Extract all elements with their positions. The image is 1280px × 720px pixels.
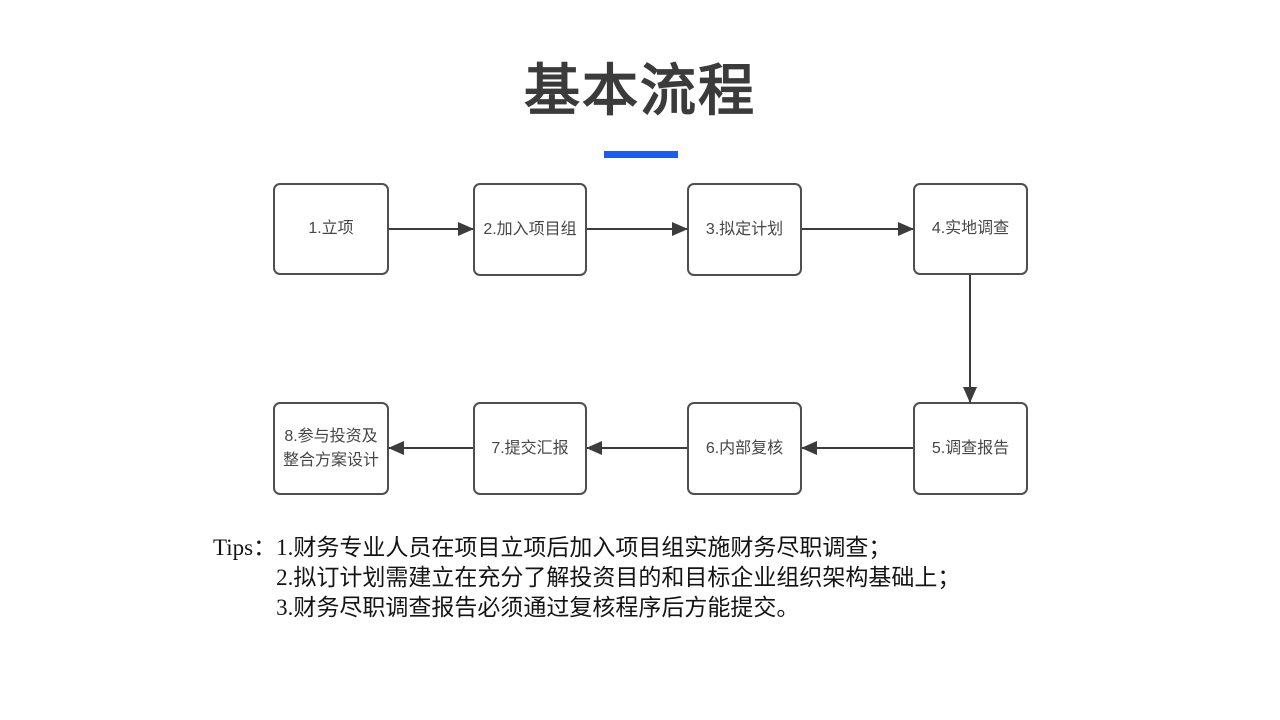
- flow-node-7: 7.提交汇报: [473, 402, 587, 495]
- flow-node-1: 1.立项: [273, 183, 389, 275]
- title-underline: [604, 151, 678, 158]
- flow-node-8: 8.参与投资及 整合方案设计: [273, 402, 389, 495]
- flow-node-label: 6.内部复核: [705, 439, 784, 457]
- arrowhead-icon: [672, 222, 688, 236]
- flow-arrow-3-to-4: [802, 222, 914, 236]
- flow-node-label: 4.实地调查: [931, 220, 1010, 237]
- tips-item-2: 2.拟订计划需建立在充分了解投资目的和目标企业组织架构基础上；: [276, 565, 961, 590]
- flow-node-3: 3.拟定计划: [687, 183, 802, 276]
- flow-arrow-5-to-6: [801, 441, 913, 455]
- flow-node-6: 6.内部复核: [687, 402, 802, 495]
- flow-node-2: 2.加入项目组: [473, 183, 587, 276]
- page-title: 基本流程: [524, 59, 756, 122]
- tips-item-3: 3.财务尽职调查报告必须通过复核程序后方能提交。: [276, 595, 800, 620]
- flow-node-label: 8.参与投资及 整合方案设计: [282, 427, 379, 469]
- tips-item-1: 1.财务专业人员在项目立项后加入项目组实施财务尽职调查；: [276, 535, 892, 560]
- arrowhead-icon: [388, 441, 404, 455]
- tips-items: 1.财务专业人员在项目立项后加入项目组实施财务尽职调查； 2.拟订计划需建立在充…: [276, 533, 960, 623]
- flow-node-label: 3.拟定计划: [705, 220, 784, 238]
- tips-label: Tips：: [213, 535, 277, 560]
- arrowhead-icon: [801, 441, 817, 455]
- flow-arrow-6-to-7: [586, 441, 687, 455]
- flow-node-label: 5.调查报告: [931, 439, 1010, 457]
- flow-node-label: 2.加入项目组: [483, 220, 577, 238]
- flow-node-label: 1.立项: [308, 220, 354, 237]
- flow-node-label: 7.提交汇报: [491, 439, 569, 457]
- flow-node-4: 4.实地调查: [913, 183, 1028, 275]
- flow-node-5: 5.调查报告: [913, 402, 1028, 495]
- flow-arrow-4-to-5: [963, 275, 977, 403]
- arrowhead-icon: [898, 222, 914, 236]
- arrowhead-icon: [458, 222, 474, 236]
- arrowhead-icon: [586, 441, 602, 455]
- flow-arrow-2-to-3: [587, 222, 688, 236]
- tips-block: Tips： 1.财务专业人员在项目立项后加入项目组实施财务尽职调查； 2.拟订计…: [213, 533, 960, 623]
- arrowhead-icon: [963, 387, 977, 403]
- flow-arrow-7-to-8: [388, 441, 473, 455]
- flow-arrow-1-to-2: [389, 222, 474, 236]
